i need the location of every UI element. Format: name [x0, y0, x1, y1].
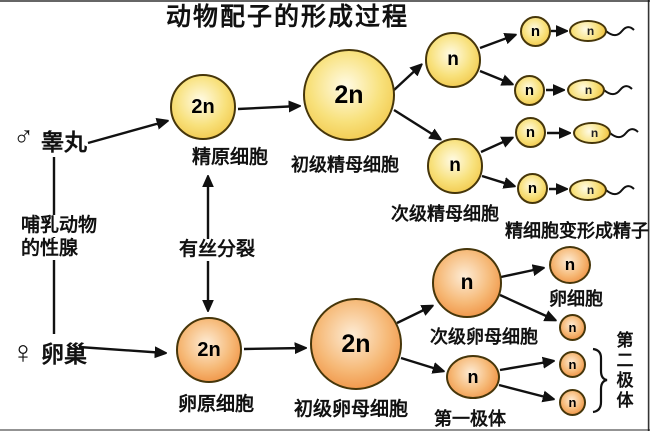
- cell-primary-oocyte: 2n: [310, 298, 402, 390]
- ploidy-value: n: [564, 255, 576, 274]
- sperm-cell-4: n: [569, 179, 607, 201]
- sperm-tail-2: [603, 85, 633, 96]
- ploidy-value: n: [527, 180, 538, 197]
- arrow-primary-to-secondary-2: [393, 108, 440, 139]
- ploidy-value: n: [449, 155, 461, 176]
- ploidy-value: n: [590, 126, 599, 140]
- ploidy-value: n: [467, 366, 479, 387]
- cell-spermatid-4: n: [517, 173, 548, 204]
- oogonium-label: 卵原细胞: [178, 394, 255, 415]
- arrow-ovary-to-oogonium: [78, 345, 165, 353]
- cell-secondary-spermatocyte-2: n: [427, 138, 483, 194]
- first-polar-body-label: 第一极体: [434, 409, 506, 429]
- sperm-cell-2: n: [567, 79, 605, 101]
- cell-primary-spermatocyte: 2n: [303, 49, 395, 141]
- primary-spermatocyte-label: 初级精母细胞: [291, 155, 399, 175]
- ploidy-value: n: [586, 24, 595, 38]
- arrow-primary-to-secondary-1: [393, 65, 421, 91]
- cell-second-polar-body-1: n: [559, 314, 586, 341]
- spermatogonium-label: 精原细胞: [192, 147, 269, 168]
- cell-second-polar-body-2: n: [559, 351, 586, 378]
- arrow-secondary-to-polar1: [499, 293, 555, 320]
- ploidy-value: n: [460, 271, 474, 294]
- ploidy-value: n: [524, 82, 535, 99]
- arrow-secondary2-to-spermatid4: [481, 174, 514, 186]
- sperm-tail-1: [605, 26, 635, 37]
- sperm-tail-3: [609, 128, 639, 139]
- cell-oogonium: 2n: [176, 317, 242, 383]
- ploidy-value: 2n: [197, 338, 221, 361]
- sperm-tail-4: [605, 185, 635, 196]
- arrow-firstpolar-to-polar3: [498, 383, 553, 399]
- arrow-oogonium-to-primary: [243, 348, 305, 349]
- cell-egg: n: [549, 246, 591, 284]
- arrow-primary-to-first-polar: [400, 356, 443, 371]
- second-polar-body-label: 第二极体: [613, 331, 633, 411]
- cell-spermatogonium: 2n: [170, 74, 236, 140]
- sperm-cell-1: n: [569, 20, 607, 42]
- male-symbol-icon: ♂: [13, 121, 34, 152]
- second-polar-bodies-brace: [592, 347, 608, 414]
- secondary-oocyte-label: 次级卵母细胞: [429, 327, 539, 348]
- cell-spermatid-1: n: [520, 16, 551, 47]
- mitosis-label: 有丝分裂: [178, 239, 257, 261]
- cell-first-polar-body: n: [446, 355, 500, 399]
- arrow-secondary1-to-spermatid2: [479, 69, 512, 84]
- ploidy-value: 2n: [341, 329, 371, 358]
- egg-cell-label: 卵细胞: [549, 289, 603, 309]
- ploidy-value: n: [584, 83, 593, 97]
- arrow-primary-to-secondary-oocyte: [396, 306, 432, 325]
- arrow-secondary2-to-spermatid3: [480, 138, 512, 154]
- cell-spermatid-3: n: [515, 117, 546, 148]
- arrow-firstpolar-to-polar2: [499, 361, 553, 372]
- testis-label: 睾丸: [41, 129, 87, 155]
- cell-secondary-oocyte: n: [432, 248, 502, 318]
- primary-oocyte-label: 初级卵母细胞: [294, 399, 409, 420]
- sperm-cell-3: n: [573, 122, 611, 144]
- page-title: 动物配子的形成过程: [166, 3, 410, 31]
- ploidy-value: n: [530, 23, 541, 40]
- ploidy-value: 2n: [191, 95, 215, 118]
- cell-secondary-spermatocyte-1: n: [425, 32, 481, 88]
- arrow-secondary-to-egg: [500, 268, 543, 279]
- female-symbol-icon: ♀: [11, 334, 35, 370]
- ploidy-value: n: [568, 395, 577, 410]
- ploidy-value: n: [568, 357, 577, 372]
- ploidy-value: n: [568, 320, 577, 335]
- ploidy-value: 2n: [334, 80, 364, 109]
- gonad-caption-line1: 哺乳动物: [20, 215, 99, 237]
- arrow-spermatogonium-to-primary: [237, 106, 299, 109]
- ploidy-value: n: [525, 124, 536, 141]
- ploidy-value: n: [586, 183, 595, 197]
- cell-second-polar-body-3: n: [559, 389, 586, 416]
- gonad-caption-line2: 的性腺: [20, 238, 80, 260]
- sperm-formation-label: 精细胞变形成精子: [505, 221, 649, 241]
- ploidy-value: n: [447, 49, 459, 70]
- ovary-label: 卵巢: [41, 341, 87, 367]
- cell-spermatid-2: n: [514, 75, 545, 106]
- arrow-secondary1-to-spermatid1: [479, 35, 515, 50]
- secondary-spermatocyte-label: 次级精母细胞: [391, 204, 499, 224]
- arrow-testis-to-spermatogonium: [87, 121, 167, 145]
